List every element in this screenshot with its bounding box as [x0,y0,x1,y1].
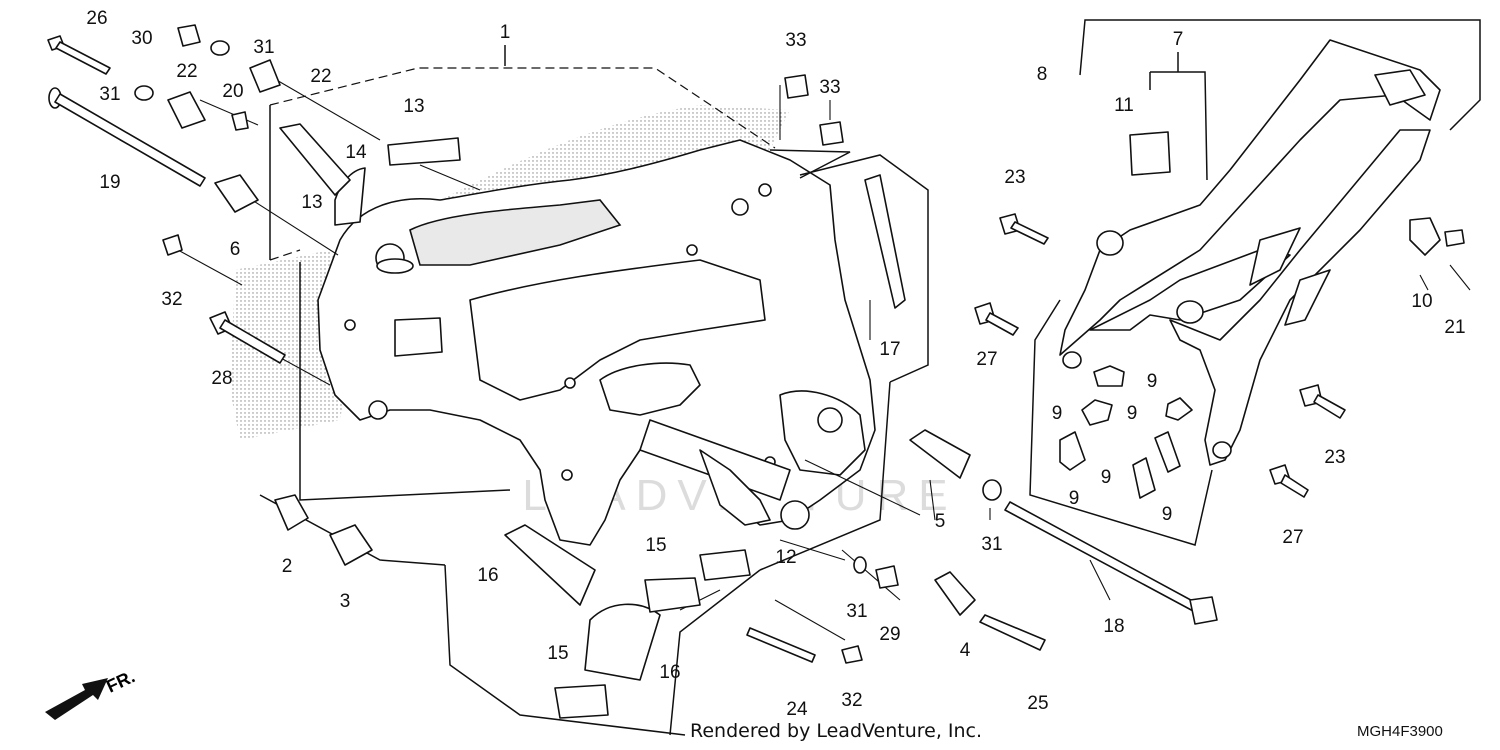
callout-11: 11 [1114,95,1134,116]
callout-10: 10 [1411,291,1432,312]
callout-23a: 23 [1004,167,1025,188]
callout-8: 8 [1037,64,1048,85]
callout-4: 4 [960,640,971,661]
callout-16a: 16 [477,565,498,586]
callout-5: 5 [935,511,946,532]
callout-22a: 22 [176,61,197,82]
callout-12: 12 [775,547,796,568]
callout-19: 19 [99,172,120,193]
callout-33b: 33 [819,77,840,98]
callout-9e: 9 [1069,488,1080,509]
callout-30: 30 [131,28,152,49]
callout-31a: 31 [253,37,274,58]
callout-21: 21 [1444,317,1465,338]
callout-2: 2 [282,556,293,577]
callout-9d: 9 [1101,467,1112,488]
callout-14: 14 [345,142,367,163]
callout-15b: 15 [547,643,568,664]
front-label: FR. [103,666,138,696]
callout-17: 17 [879,339,900,360]
callout-31c: 31 [846,601,867,622]
callout-32b: 32 [841,690,862,711]
rendered-by-credit: Rendered by LeadVenture, Inc. [690,720,983,742]
callout-9a: 9 [1147,371,1158,392]
callout-23b: 23 [1324,447,1345,468]
callout-13b: 13 [301,192,322,213]
callout-27b: 27 [1282,527,1303,548]
main-frame [317,139,876,546]
callout-32a: 32 [161,289,182,310]
callout-9c: 9 [1127,403,1138,424]
callout-16b: 16 [659,662,680,683]
callout-7: 7 [1173,29,1184,50]
small-parts [47,24,1465,719]
callout-20: 20 [222,81,243,102]
callout-26: 26 [86,8,107,29]
callout-18: 18 [1103,616,1124,637]
callout-27a: 27 [976,349,997,370]
callout-3: 3 [340,591,351,612]
callout-31d: 31 [981,534,1002,555]
callout-25: 25 [1027,693,1048,714]
shading-upper [440,105,790,230]
callout-6: 6 [230,239,241,260]
subframe [1059,39,1441,466]
callout-29: 29 [879,624,900,645]
callout-24: 24 [786,699,808,720]
front-direction-arrow: FR. [45,666,138,720]
callout-13a: 13 [403,96,424,117]
callout-1: 1 [500,22,511,43]
callout-28: 28 [211,368,232,389]
callout-15a: 15 [645,535,666,556]
diagram-code: MGH4F3900 [1357,723,1443,740]
callout-31b: 31 [99,84,120,105]
callout-33a: 33 [785,30,806,51]
callouts: 1 2 3 4 5 6 7 8 9 9 9 9 9 9 10 11 12 13 … [86,8,1465,720]
callout-9f: 9 [1162,504,1173,525]
callout-22b: 22 [310,66,331,87]
callout-9b: 9 [1052,403,1063,424]
